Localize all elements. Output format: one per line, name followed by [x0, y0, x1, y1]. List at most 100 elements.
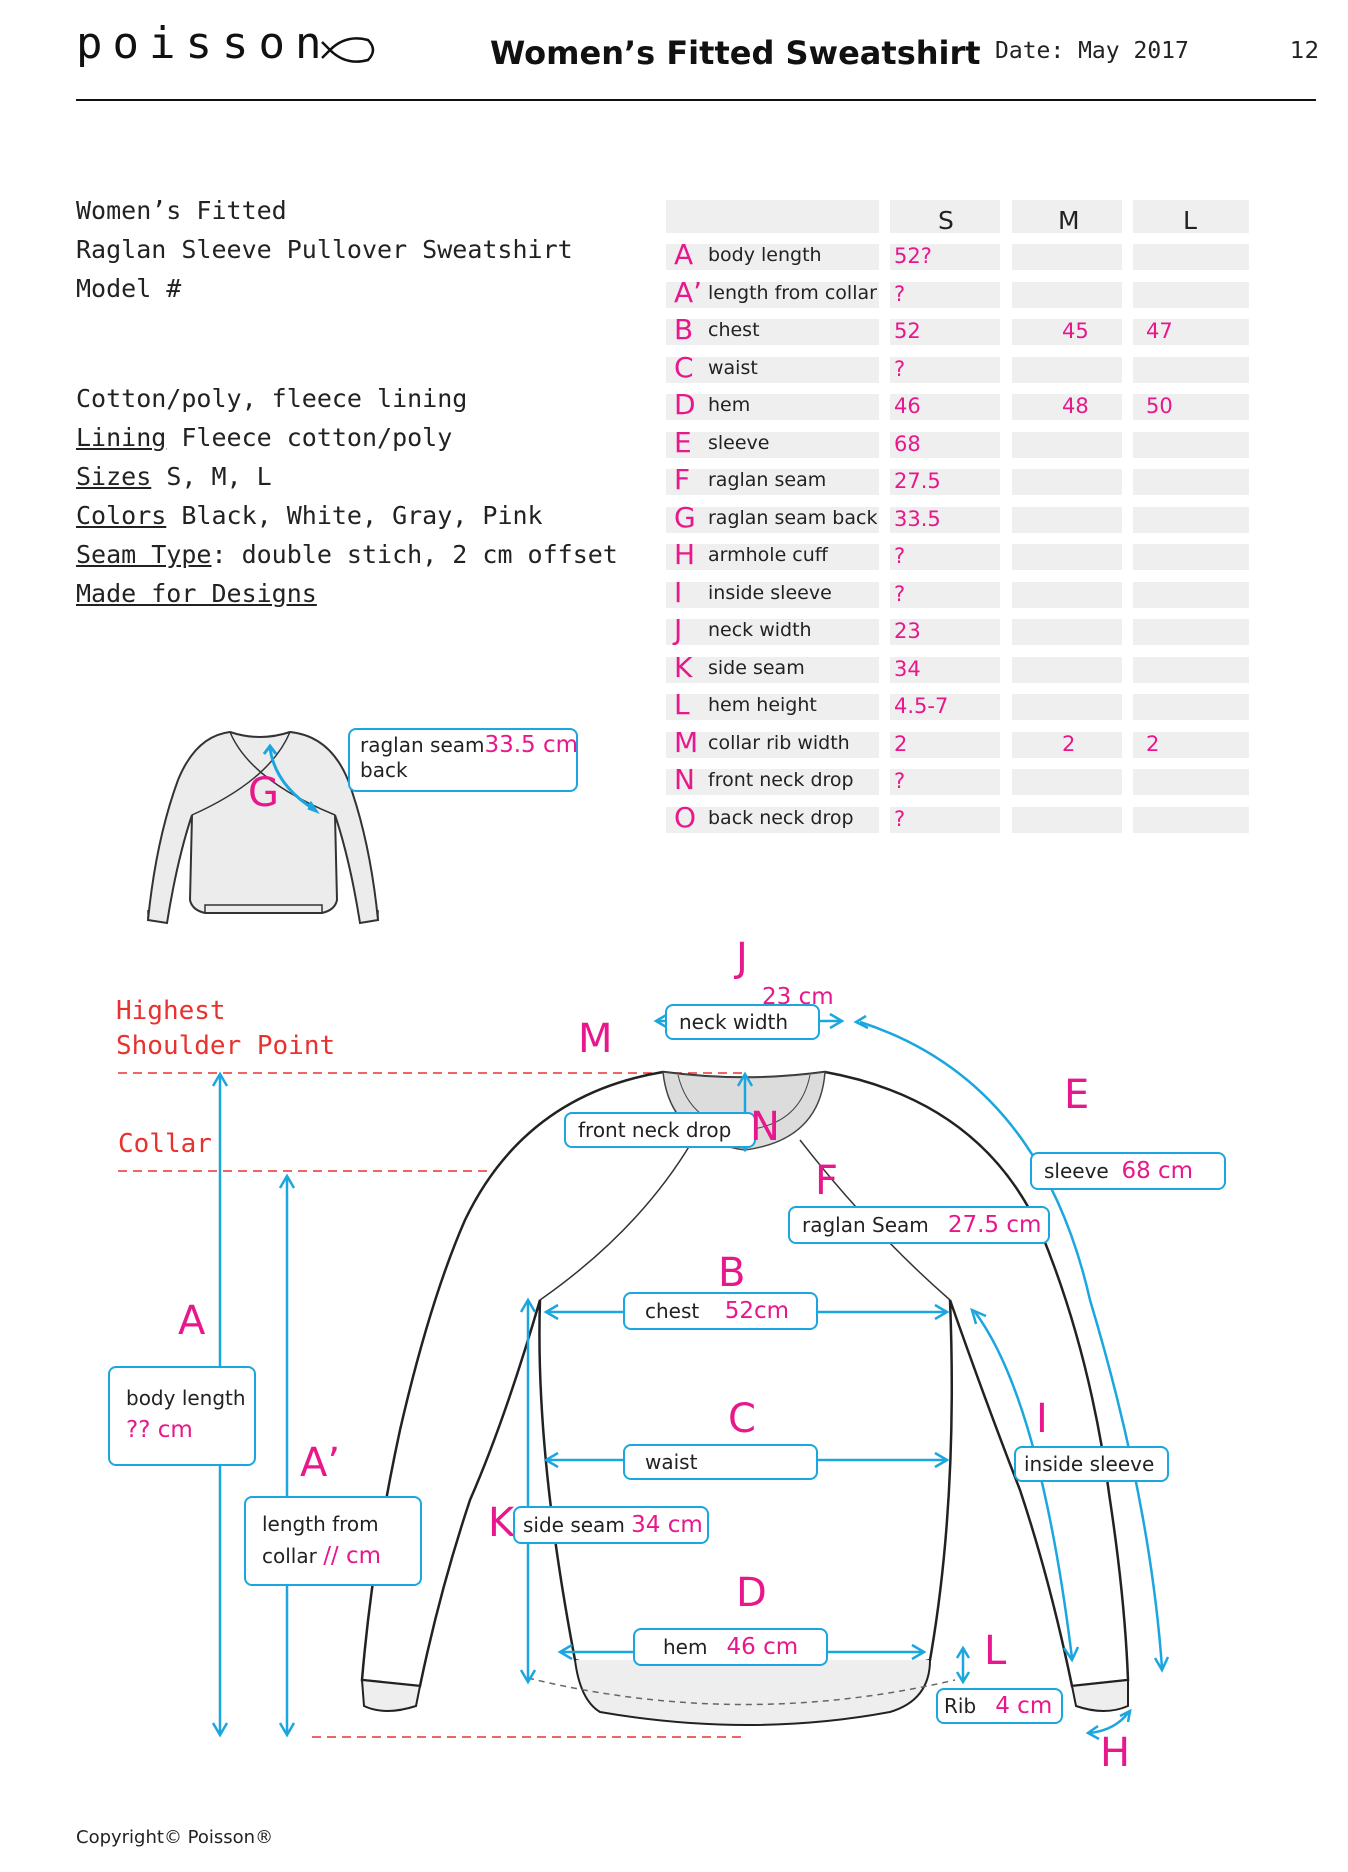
- collar-reference-label: Collar: [118, 1129, 212, 1159]
- row-letter: I: [674, 575, 683, 609]
- raglan-seam-back-label: raglan seam33.5 cm back: [348, 728, 578, 792]
- colors-line: Colors Black, White, Gray, Pink: [76, 501, 543, 530]
- row-value-m: 45: [1062, 319, 1089, 343]
- lining-value: Fleece cotton/poly: [166, 423, 453, 452]
- row-value-m: 48: [1062, 394, 1089, 418]
- letter-k: K: [488, 1500, 515, 1546]
- seam-line: Seam Type: double stich, 2 cm offset: [76, 540, 618, 569]
- letter-n: N: [750, 1104, 780, 1150]
- row-letter: B: [674, 313, 694, 346]
- row-value-s: 52: [894, 319, 921, 343]
- row-value-s: ?: [894, 769, 906, 793]
- row-letter: M: [674, 725, 699, 759]
- row-measurement-name: raglan seam back: [708, 506, 878, 529]
- size-header-s: S: [938, 206, 954, 235]
- front-neck-drop-label: front neck drop: [564, 1112, 756, 1148]
- row-value-s: 4.5-7: [894, 694, 949, 718]
- table-row: A’length from collar?: [666, 276, 1250, 312]
- letter-m: M: [578, 1016, 613, 1062]
- size-header-l: L: [1183, 206, 1197, 235]
- raglan-seam-label: raglan Seam 27.5 cm: [788, 1206, 1050, 1244]
- row-measurement-name: back neck drop: [708, 806, 854, 829]
- row-value-m: 2: [1062, 731, 1076, 756]
- row-letter: O: [674, 800, 697, 834]
- row-value-s: 23: [894, 619, 921, 643]
- row-letter: K: [674, 650, 693, 684]
- fabric-line: Cotton/poly, fleece lining: [76, 384, 468, 413]
- letter-i: I: [1036, 1396, 1048, 1442]
- row-value-s: ?: [894, 356, 906, 381]
- waist-label: waist: [623, 1444, 818, 1480]
- letter-d: D: [736, 1570, 767, 1616]
- row-letter: J: [674, 613, 683, 646]
- row-measurement-name: raglan seam: [708, 469, 827, 491]
- letter-b: B: [718, 1250, 746, 1296]
- row-value-s: 68: [894, 431, 921, 456]
- letter-j: J: [736, 935, 748, 981]
- rib-label: Rib 4 cm: [936, 1688, 1063, 1724]
- fish-logo-icon: [321, 37, 375, 63]
- neck-width-label: neck width: [665, 1004, 820, 1040]
- row-letter: D: [674, 388, 696, 421]
- row-value-s: ?: [894, 806, 906, 831]
- row-value-s: 2: [894, 731, 908, 756]
- lining-line: Lining Fleece cotton/poly: [76, 423, 452, 452]
- logo: poisson: [76, 18, 332, 69]
- description-line-2: Raglan Sleeve Pullover Sweatshirt: [76, 235, 573, 264]
- highest-shoulder-point-label: Highest: [116, 996, 226, 1026]
- row-value-l: 47: [1146, 319, 1173, 343]
- body-length-label: body length?? cm: [108, 1366, 256, 1466]
- row-measurement-name: body length: [708, 244, 822, 266]
- row-measurement-name: length from collar: [708, 281, 877, 304]
- row-value-s: 33.5: [894, 506, 941, 531]
- row-letter: E: [674, 425, 692, 459]
- description-line-1: Women’s Fitted: [76, 196, 287, 225]
- description-model: Model #: [76, 274, 182, 303]
- row-measurement-name: armhole cuff: [708, 544, 828, 566]
- highest-shoulder-point-label-2: Shoulder Point: [116, 1031, 336, 1061]
- row-value-s: 27.5: [894, 469, 941, 493]
- header-divider: [76, 99, 1316, 101]
- page-title: Women’s Fitted Sweatshirt: [490, 34, 981, 72]
- row-measurement-name: hem: [708, 394, 751, 416]
- seam-value: : double stich, 2 cm offset: [211, 540, 618, 569]
- row-measurement-name: sleeve: [708, 431, 770, 454]
- row-value-s: 46: [894, 394, 921, 418]
- seam-label: Seam Type: [76, 540, 212, 569]
- size-header-m: M: [1058, 206, 1080, 235]
- sizes-line: Sizes S, M, L: [76, 462, 272, 491]
- letter-f: F: [815, 1158, 839, 1204]
- row-measurement-name: side seam: [708, 656, 805, 679]
- row-letter: G: [674, 500, 696, 534]
- sleeve-label: sleeve 68 cm: [1030, 1152, 1226, 1190]
- colors-label: Colors: [76, 501, 167, 530]
- letter-c: C: [728, 1396, 756, 1442]
- row-measurement-name: collar rib width: [708, 731, 850, 754]
- row-letter: C: [674, 350, 694, 384]
- row-value-s: ?: [894, 544, 906, 568]
- chest-label: chest 52cm: [623, 1292, 818, 1330]
- row-letter: A’: [674, 275, 703, 309]
- letter-l: L: [984, 1628, 1007, 1674]
- back-view-sweatshirt-drawing: [146, 730, 380, 925]
- document-date: Date: May 2017: [995, 38, 1189, 64]
- row-letter: L: [674, 688, 690, 721]
- page-number: 12: [1290, 38, 1320, 64]
- row-measurement-name: front neck drop: [708, 769, 854, 791]
- letter-h: H: [1100, 1730, 1131, 1776]
- row-measurement-name: chest: [708, 319, 760, 341]
- lining-label: Lining: [76, 423, 167, 452]
- made-for-link[interactable]: Made for Designs: [76, 579, 317, 608]
- hem-label: hem 46 cm: [633, 1628, 828, 1666]
